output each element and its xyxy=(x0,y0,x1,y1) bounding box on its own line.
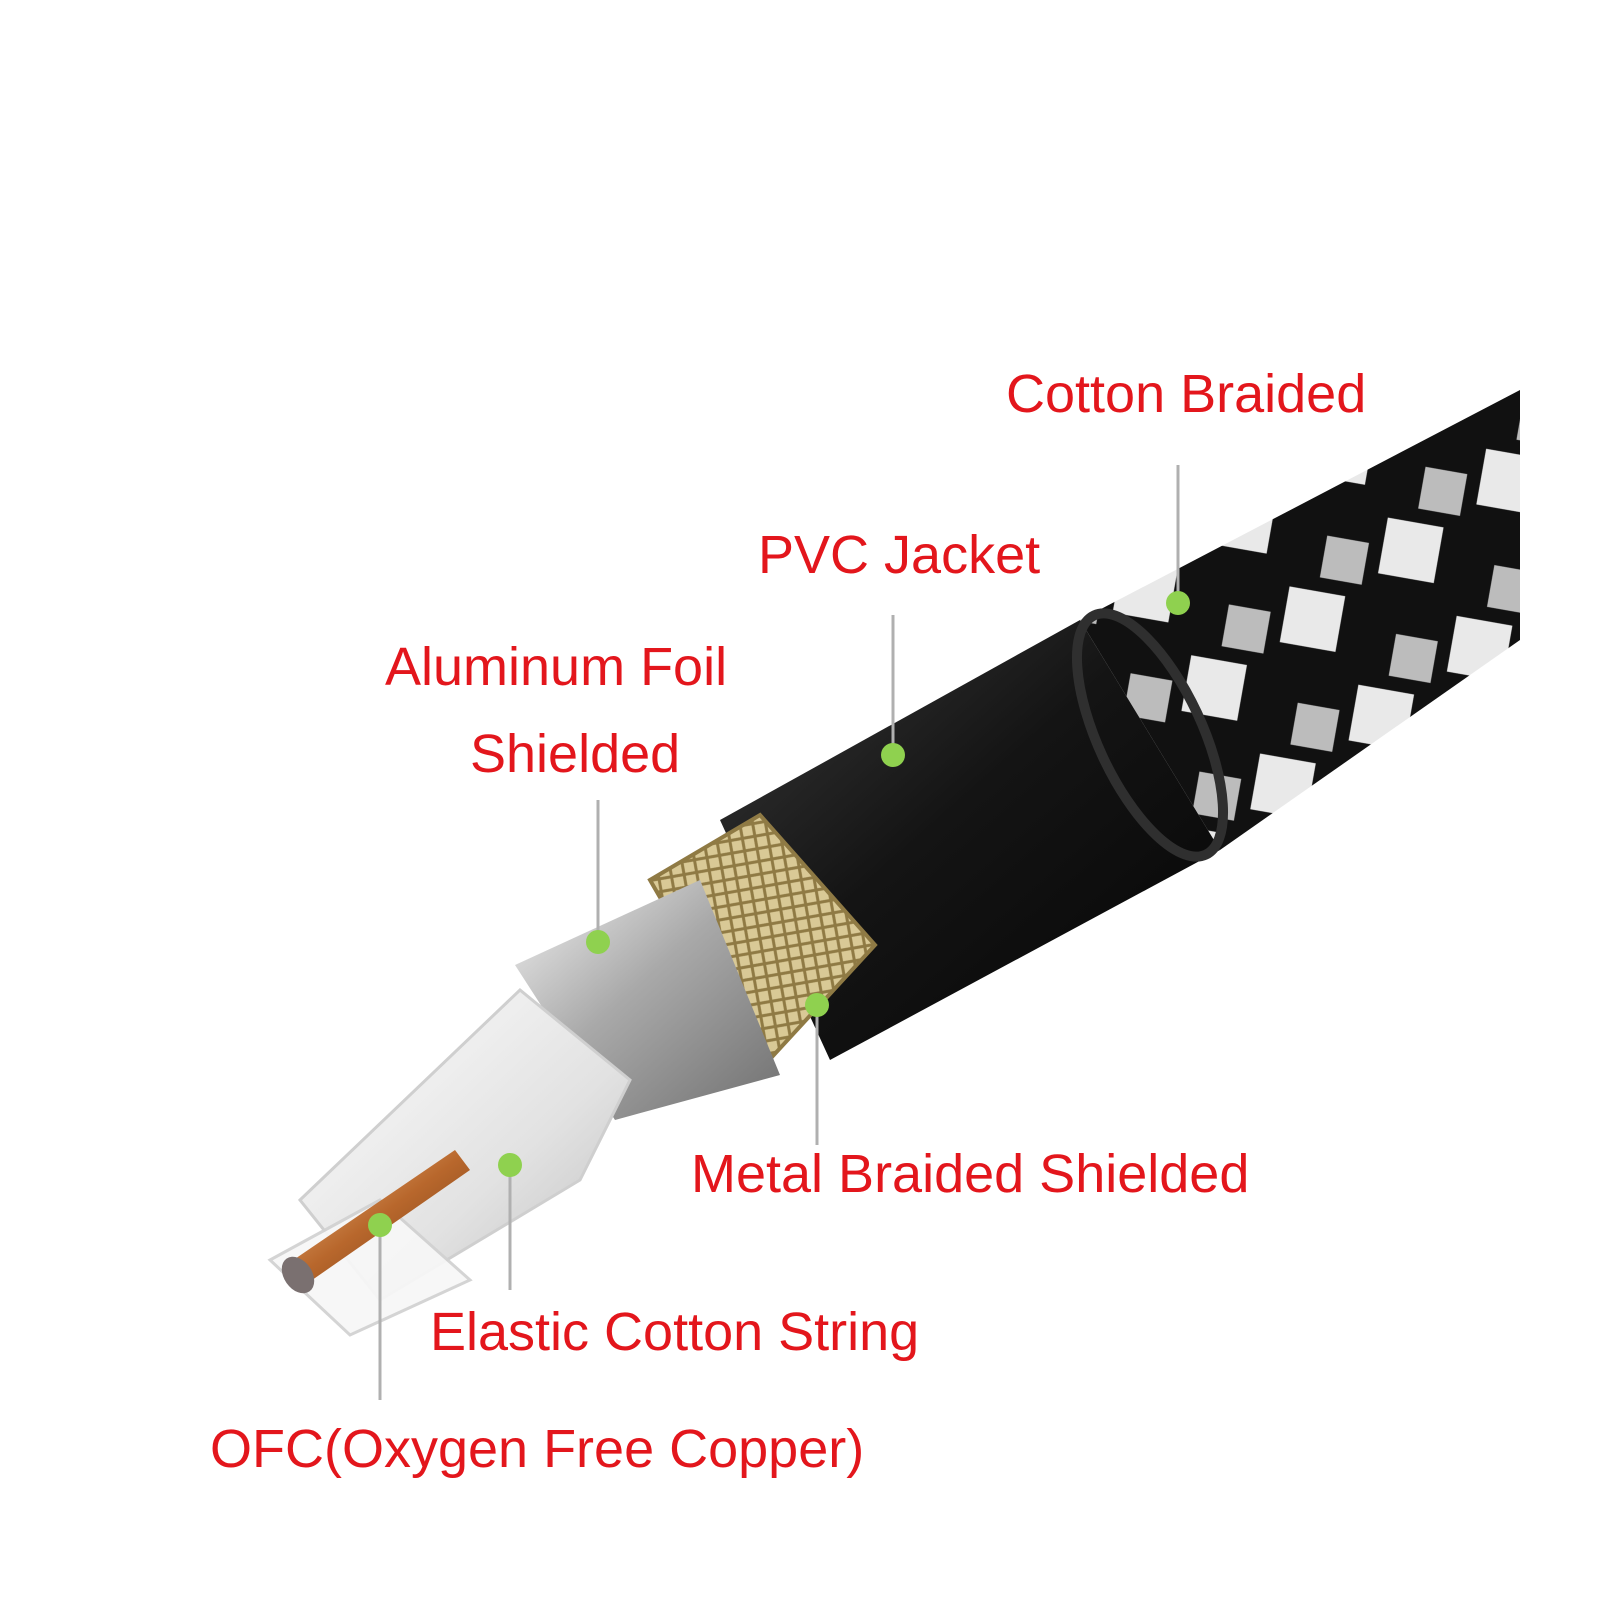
label-elastic-cotton: Elastic Cotton String xyxy=(430,1302,920,1362)
label-aluminum-foil-line1: Aluminum Foil xyxy=(385,637,728,697)
label-pvc-jacket: PVC Jacket xyxy=(758,525,1041,585)
label-metal-braided: Metal Braided Shielded xyxy=(691,1144,1250,1204)
pvc-jacket-cut-edge xyxy=(1071,608,1229,862)
marker-dots xyxy=(368,591,1190,1237)
label-ofc: OFC(Oxygen Free Copper) xyxy=(210,1419,865,1479)
leader-lines xyxy=(378,465,1180,1400)
label-cotton-braided: Cotton Braided xyxy=(1006,364,1367,424)
cotton-braided-layer xyxy=(1080,390,1520,850)
label-aluminum-foil-line2: Shielded xyxy=(470,724,681,784)
